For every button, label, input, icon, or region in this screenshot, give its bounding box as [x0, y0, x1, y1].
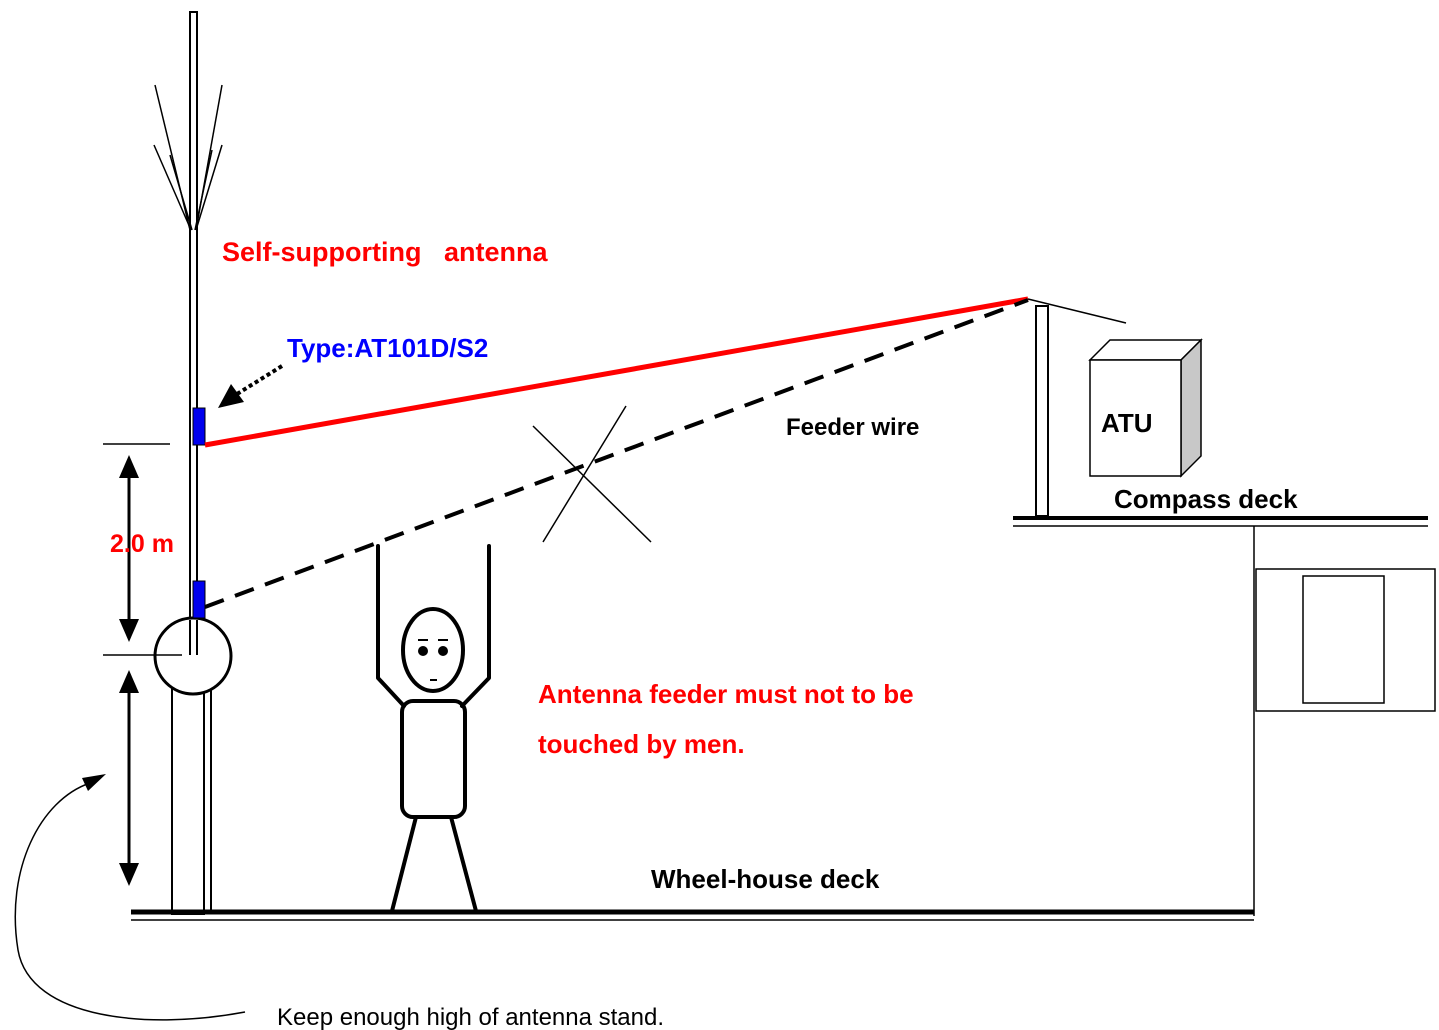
atu-support-post	[1035, 305, 1049, 517]
antenna-title-label: Self-supporting antenna	[222, 237, 548, 267]
dimension-arrow-lower	[119, 670, 139, 886]
atu-box	[1088, 338, 1203, 478]
person-face	[418, 639, 448, 681]
warning-text-line1: Antenna feeder must not to be	[538, 679, 914, 709]
person-left-leg	[390, 815, 418, 913]
person-right-leg	[449, 815, 478, 913]
feeder-wire-incorrect	[204, 298, 1029, 609]
dimension-arrow-upper	[119, 455, 139, 642]
feeder-wire-correct	[204, 296, 1029, 448]
feeder-wire-label: Feeder wire	[786, 414, 919, 441]
person-right-arm	[460, 544, 491, 708]
type-pointer-arrow	[218, 364, 284, 408]
dimension-label: 2.0 m	[110, 530, 174, 558]
antenna-whip	[189, 11, 198, 656]
lower-feed-point-insulator	[192, 580, 206, 619]
atu-lead-wire	[1027, 298, 1127, 324]
wheelhouse-deck	[131, 909, 1254, 921]
antenna-stand	[171, 687, 212, 915]
person-head	[401, 607, 465, 693]
atu-label: ATU	[1101, 408, 1153, 438]
dimension-markers	[103, 443, 182, 656]
prohibited-cross-mark	[532, 405, 652, 543]
antenna-spray-elements	[153, 84, 223, 231]
mount-ring	[153, 616, 233, 696]
compass-deck-label: Compass deck	[1114, 484, 1298, 514]
wheelhouse-deck-label: Wheel-house deck	[651, 864, 880, 894]
person-figure	[376, 544, 491, 913]
antenna-stand-note: Keep enough high of antenna stand.	[277, 1004, 664, 1030]
person-body	[400, 699, 467, 819]
warning-text-line2: touched by men.	[538, 729, 745, 759]
antenna-type-label: Type:AT101D/S2	[287, 333, 488, 363]
person-left-arm	[376, 544, 406, 708]
upper-feed-point-insulator	[192, 407, 206, 446]
compass-deck	[1013, 516, 1428, 527]
wheelhouse-window	[1255, 568, 1436, 712]
note-curved-arrow	[14, 774, 246, 1021]
